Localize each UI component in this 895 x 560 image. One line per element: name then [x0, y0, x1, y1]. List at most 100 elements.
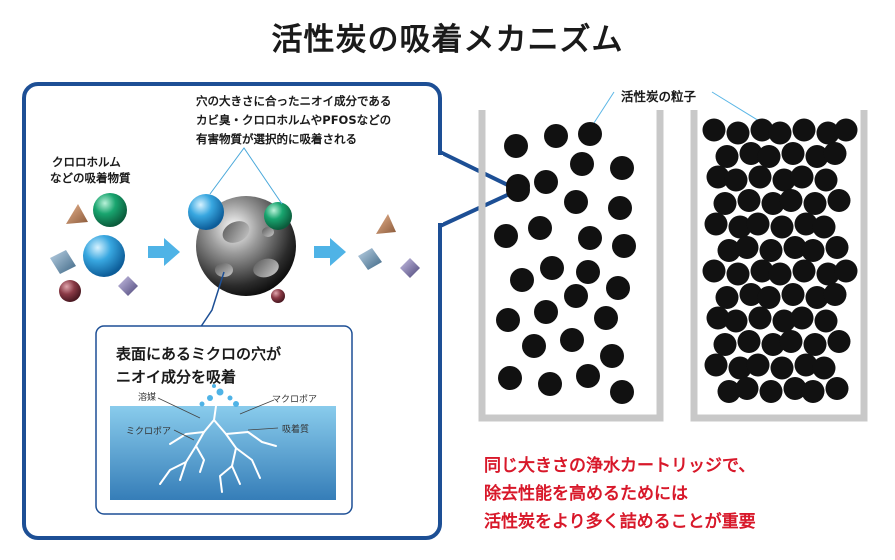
conclusion-text: 同じ大きさの浄水カートリッジで、 除去性能を高めるためには 活性炭をより多く詰め…	[484, 452, 756, 536]
carbon-grain	[600, 344, 624, 368]
carbon-grain	[576, 364, 600, 388]
carbon-grain	[757, 286, 781, 309]
carbon-grain	[564, 284, 588, 308]
carbon-grain	[757, 145, 781, 168]
carbon-grain	[748, 165, 772, 189]
carbon-grain	[594, 306, 618, 330]
carbon-grain	[816, 121, 840, 145]
carbon-grain	[702, 259, 726, 283]
carbon-grain	[768, 262, 792, 286]
carbon-grain	[510, 268, 534, 292]
carbon-grain	[606, 276, 630, 300]
carbon-grain	[814, 309, 838, 333]
carbon-grain	[522, 334, 546, 358]
captured-blue-molecule	[188, 194, 224, 230]
carbon-grain	[779, 330, 803, 353]
carbon-grain	[790, 306, 814, 330]
water-region	[110, 406, 336, 500]
carbon-grain	[608, 196, 632, 220]
carbon-grain	[724, 309, 748, 333]
adsorbed-substance-label: クロロホルム などの吸着物質	[50, 154, 131, 186]
carbon-grain	[564, 190, 588, 214]
carbon-grain	[816, 262, 840, 286]
carbon-grain	[759, 239, 783, 262]
carbon-grain	[781, 142, 805, 165]
carbon-grain	[728, 356, 752, 380]
carbon-grain	[713, 333, 737, 356]
conclusion-line: 活性炭をより多く詰めることが重要	[484, 512, 756, 532]
carbon-grain	[715, 145, 739, 168]
pore-caption-line: 有害物質が選択的に吸着される	[196, 132, 357, 146]
pore-caption: 穴の大きさに合ったニオイ成分である カビ臭・クロロホルムやPFOSなどの 有害物…	[196, 92, 391, 149]
carbon-grain	[812, 215, 836, 239]
carbon-grain	[779, 189, 803, 212]
carbon-grain	[610, 156, 634, 180]
carbon-grain-label: 活性炭の粒子	[621, 89, 697, 104]
carbon-grain	[772, 168, 796, 192]
carbon-grain	[706, 165, 730, 189]
carbon-grain	[728, 215, 752, 239]
slate-crystal	[358, 248, 382, 270]
adsorbed-label-line: クロロホルム	[52, 155, 121, 169]
carbon-grain	[498, 366, 522, 390]
carbon-grain	[759, 380, 783, 403]
carbon-particle	[188, 194, 296, 303]
carbon-grain	[803, 333, 827, 356]
carbon-grain	[772, 309, 796, 333]
green-molecule	[93, 193, 127, 227]
copper-pyramid	[376, 214, 396, 234]
carbon-grain	[748, 306, 772, 330]
carbon-grain	[750, 259, 774, 283]
arrow-right-icon	[314, 238, 346, 266]
carbon-grain	[726, 262, 750, 286]
carbon-grain	[803, 192, 827, 215]
solvent-bubbles	[199, 384, 239, 407]
carbon-grain	[717, 380, 741, 403]
macropore-label: マクロポア	[272, 395, 318, 405]
sparse-particles	[494, 122, 636, 404]
carbon-grain	[790, 165, 814, 189]
pore-caption-line: 穴の大きさに合ったニオイ成分である	[196, 94, 392, 108]
carbon-grain	[726, 121, 750, 145]
carbon-grain	[735, 236, 759, 259]
carbon-grain	[792, 259, 816, 283]
cartridge-dense	[690, 110, 868, 422]
carbon-grain	[768, 121, 792, 145]
carbon-grain	[737, 189, 761, 212]
carbon-grain	[528, 216, 552, 240]
micropore-label: ミクロポア	[126, 427, 172, 437]
slate-crystal	[50, 250, 76, 274]
carbon-grain	[578, 226, 602, 250]
carbon-grain	[706, 306, 730, 330]
captured-maroon-molecule	[271, 289, 285, 303]
carbon-grain	[792, 118, 816, 142]
carbon-grain	[494, 224, 518, 248]
pore-caption-line: カビ臭・クロロホルムやPFOSなどの	[196, 113, 392, 127]
carbon-grain	[704, 212, 728, 236]
carbon-grain	[739, 283, 763, 306]
carbon-grain	[746, 212, 770, 236]
carbon-grain	[702, 118, 726, 142]
carbon-grain	[781, 283, 805, 306]
carbon-grain	[823, 283, 847, 306]
carbon-grain	[750, 118, 774, 142]
carbon-grain	[504, 134, 528, 158]
purple-crystal	[400, 258, 420, 278]
carbon-grain	[825, 377, 849, 400]
carbon-grain	[801, 239, 825, 262]
carbon-grain	[610, 380, 634, 404]
carbon-grain	[739, 142, 763, 165]
maroon-molecule	[59, 280, 81, 302]
purple-crystal	[118, 276, 138, 296]
carbon-grain	[540, 256, 564, 280]
carbon-grain	[761, 192, 785, 215]
carbon-grain	[834, 118, 858, 142]
carbon-grain	[746, 353, 770, 377]
carbon-grain	[715, 286, 739, 309]
page-title: 活性炭の吸着メカニズム	[271, 22, 624, 58]
copper-pyramid	[66, 204, 88, 224]
carbon-grain	[576, 260, 600, 284]
carbon-grain	[496, 308, 520, 332]
carbon-grain	[544, 124, 568, 148]
